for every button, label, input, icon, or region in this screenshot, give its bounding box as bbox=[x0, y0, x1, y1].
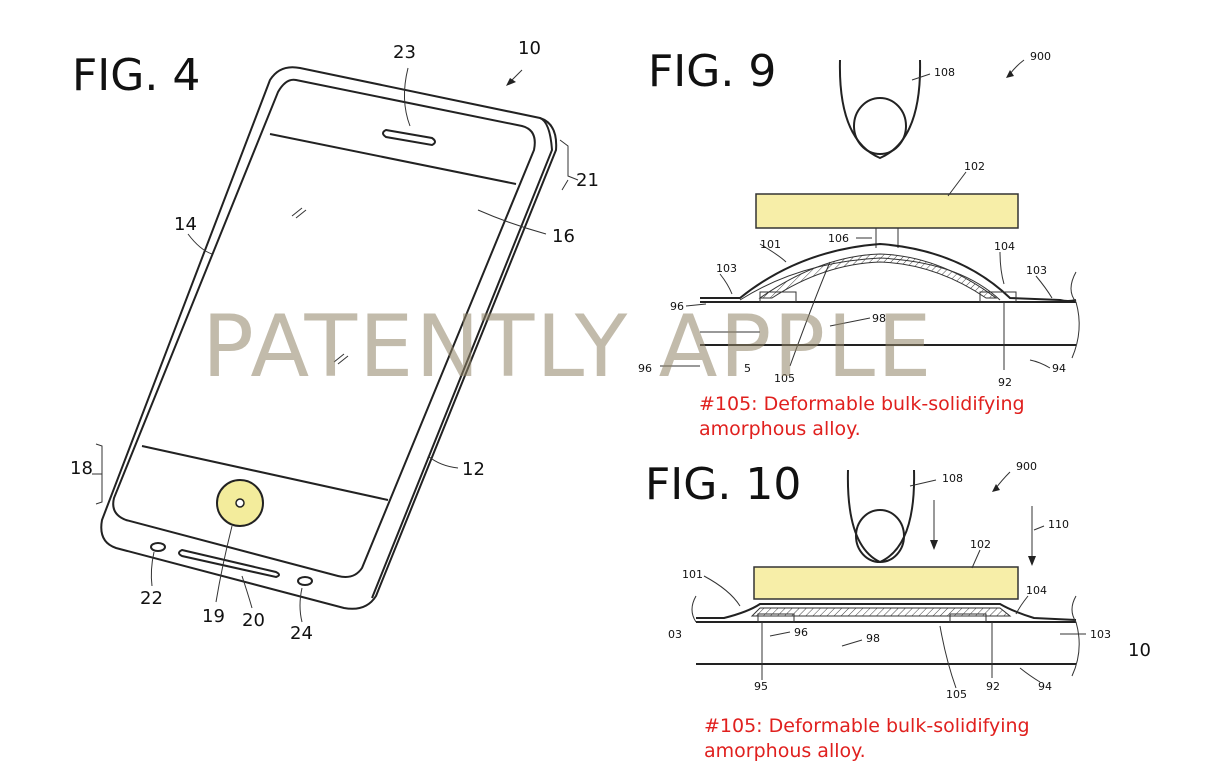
fig9-ref-94: 94 bbox=[1052, 362, 1066, 375]
fig9-ref-900: 900 bbox=[1030, 50, 1051, 63]
fig9-ref-96a: 96 bbox=[670, 300, 684, 313]
fig10-ref-105: 105 bbox=[946, 688, 967, 701]
finger-icon bbox=[838, 59, 922, 160]
fig4-ref-23: 23 bbox=[393, 42, 416, 63]
fig9-group: FIG. 9 bbox=[638, 46, 1080, 440]
fig10-ref-10: 10 bbox=[1128, 640, 1151, 661]
pad-102 bbox=[755, 193, 1019, 229]
fig9-ref-105: 105 bbox=[774, 372, 795, 385]
fig4-ref-10: 10 bbox=[518, 38, 541, 59]
fig9-ref-108: 108 bbox=[934, 66, 955, 79]
fig4-ref-18: 18 bbox=[70, 458, 93, 479]
fig10-ref-96: 96 bbox=[794, 626, 808, 639]
fig9-ref-104: 104 bbox=[994, 240, 1015, 253]
fig4-ref-12: 12 bbox=[462, 459, 485, 480]
fig9-ref-5: 5 bbox=[744, 362, 751, 375]
watermark-patently-apple: PATENTLY APPLE bbox=[202, 297, 933, 397]
fig10-title: FIG. 10 bbox=[645, 459, 801, 510]
fig9-ref-102: 102 bbox=[964, 160, 985, 173]
phone-drawing bbox=[92, 66, 579, 623]
fig9-ref-103a: 103 bbox=[716, 262, 737, 275]
fig9-caption-line1: #105: Deformable bulk-solidifying bbox=[699, 393, 1025, 415]
fig10-ref-104: 104 bbox=[1026, 584, 1047, 597]
fig9-caption-line2: amorphous alloy. bbox=[699, 418, 861, 440]
fig10-group: FIG. 10 bbox=[645, 459, 1151, 762]
fig9-ref-106: 106 bbox=[828, 232, 849, 245]
fig9-ref-101: 101 bbox=[760, 238, 781, 251]
fig10-ref-103: 103 bbox=[1090, 628, 1111, 641]
fig10-ref-110: 110 bbox=[1048, 518, 1069, 531]
fig4-ref-14: 14 bbox=[174, 214, 197, 235]
pad-102-pressed bbox=[753, 566, 1019, 600]
fig10-ref-03: 03 bbox=[668, 628, 682, 641]
fig9-ref-98: 98 bbox=[872, 312, 886, 325]
fig9-ref-92: 92 bbox=[998, 376, 1012, 389]
fig10-caption-line2: amorphous alloy. bbox=[704, 740, 866, 762]
fig4-ref-20: 20 bbox=[242, 610, 265, 631]
fig4-title: FIG. 4 bbox=[72, 50, 200, 101]
fig10-ref-95: 95 bbox=[754, 680, 768, 693]
fig10-ref-101: 101 bbox=[682, 568, 703, 581]
fig4-ref-22: 22 bbox=[140, 588, 163, 609]
fig10-ref-92: 92 bbox=[986, 680, 1000, 693]
fig4-ref-16: 16 bbox=[552, 226, 575, 247]
fig4-group: FIG. 4 bbox=[70, 38, 599, 644]
fig10-ref-102: 102 bbox=[970, 538, 991, 551]
fig10-ref-98: 98 bbox=[866, 632, 880, 645]
fig4-ref-24: 24 bbox=[290, 623, 313, 644]
fig9-title: FIG. 9 bbox=[648, 46, 776, 97]
fig10-ref-94: 94 bbox=[1038, 680, 1052, 693]
fig10-ref-108: 108 bbox=[942, 472, 963, 485]
fig10-caption-line1: #105: Deformable bulk-solidifying bbox=[704, 715, 1030, 737]
fig9-ref-96b: 96 bbox=[638, 362, 652, 375]
fig4-ref-21: 21 bbox=[576, 170, 599, 191]
fig10-ref-900: 900 bbox=[1016, 460, 1037, 473]
fig4-ref-19: 19 bbox=[202, 606, 225, 627]
fig9-ref-103b: 103 bbox=[1026, 264, 1047, 277]
